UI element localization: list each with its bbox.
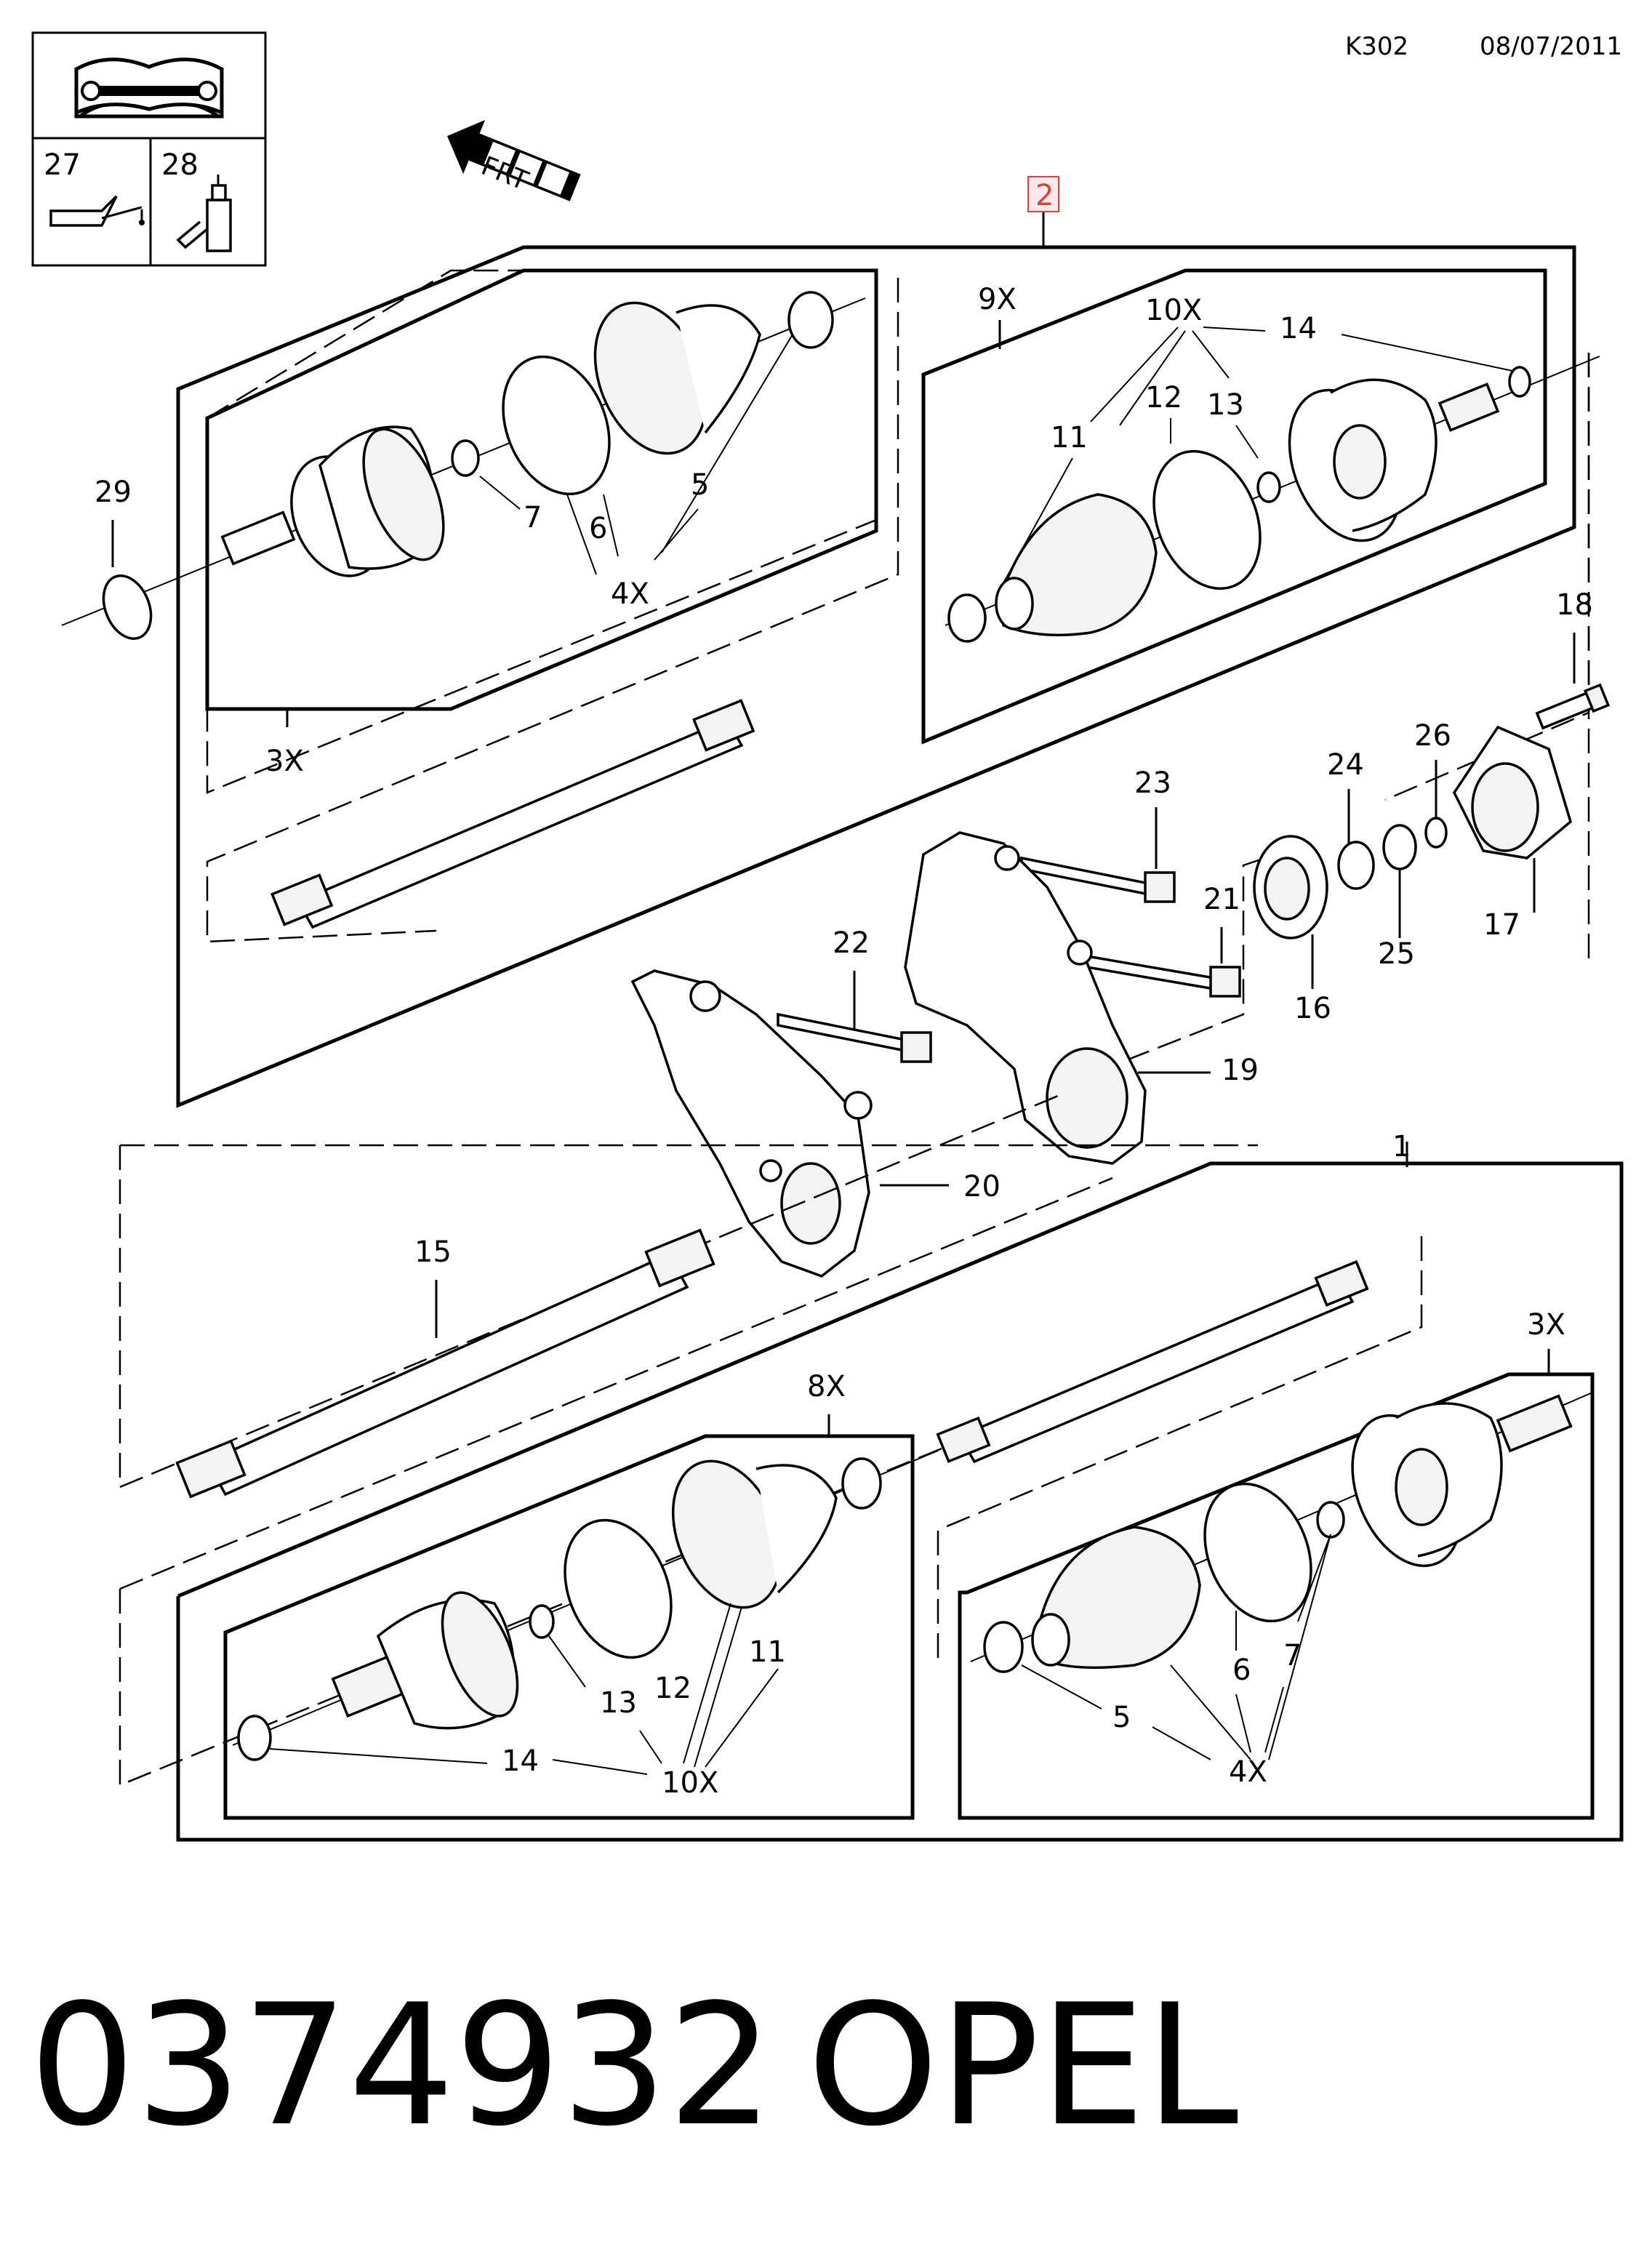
diagram-date: 08/07/2011 — [1480, 32, 1622, 61]
front-arrow-icon: FRT — [447, 119, 581, 201]
oil-can-icon — [49, 195, 145, 227]
callout-21: 21 — [1203, 883, 1240, 916]
bearing-housing-17 — [1452, 725, 1573, 859]
lower-outer-joint-box — [958, 1372, 1595, 1820]
callout-10x-top: 10X — [1145, 294, 1202, 327]
callout-15: 15 — [414, 1235, 452, 1269]
boot-clamp-6-top — [502, 355, 611, 496]
callout-16: 16 — [1294, 992, 1331, 1025]
boot-11-bottom — [671, 1459, 838, 1609]
callout-11-bottom: 11 — [749, 1635, 786, 1669]
bracket-19 — [904, 831, 1147, 1165]
repair-manual-icon — [74, 57, 224, 119]
legend-label-28: 28 — [161, 148, 199, 182]
ref-tag-box — [1027, 176, 1059, 212]
shaft-15 — [175, 1228, 715, 1499]
brand-name: OPEL — [807, 1969, 1238, 2163]
callout-20: 20 — [963, 1170, 1001, 1203]
callout-3x-top: 3X — [265, 745, 304, 778]
callout-19: 19 — [1222, 1054, 1259, 1087]
circlip-14-bottom — [237, 1715, 272, 1761]
boot-11-top — [995, 493, 1158, 637]
callout-7-bottom: 7 — [1283, 1639, 1302, 1672]
boot-clamp-6-bottom — [1203, 1482, 1312, 1623]
circlip-14-top — [1508, 366, 1531, 398]
callout-14-top: 14 — [1280, 312, 1317, 345]
lower-inner-joint-box — [223, 1434, 915, 1820]
circlip-26 — [1424, 817, 1448, 849]
grease-tube-icon — [176, 175, 232, 252]
callout-14-bottom: 14 — [502, 1744, 539, 1778]
callout-17: 17 — [1483, 908, 1520, 942]
boot-5-bottom — [1031, 1526, 1201, 1670]
small-clamp-5-bottom — [983, 1621, 1024, 1673]
bolt-18 — [1535, 683, 1611, 730]
diagram-code: K302 — [1345, 32, 1408, 61]
circlip-24 — [1337, 841, 1375, 890]
intermediate-shaft-bottom — [936, 1259, 1369, 1464]
ref-tag-2: 2 — [1035, 179, 1054, 212]
callout-11-top: 11 — [1051, 421, 1088, 454]
callout-26: 26 — [1414, 719, 1451, 753]
circlip-13-bottom — [529, 1604, 555, 1639]
boot-5-top — [593, 301, 761, 455]
callout-12-bottom: 12 — [654, 1672, 691, 1705]
callout-23: 23 — [1134, 766, 1171, 800]
part-number: 0374932 — [29, 1969, 774, 2163]
callout-3x-bottom: 3X — [1527, 1308, 1565, 1342]
callout-13-bottom: 13 — [600, 1686, 637, 1720]
callout-7-top: 7 — [524, 501, 542, 534]
callout-29: 29 — [95, 476, 132, 509]
small-clamp-5-top — [787, 291, 834, 349]
callout-8x: 8X — [807, 1370, 846, 1403]
callout-10x-bottom: 10X — [662, 1766, 718, 1800]
intermediate-shaft-top — [270, 699, 755, 929]
callout-6-bottom: 6 — [1232, 1654, 1251, 1687]
upper-outer-joint-box — [205, 268, 878, 711]
small-clamp-11-bottom — [841, 1457, 882, 1510]
bolt-22 — [777, 1012, 932, 1063]
callout-12-top: 12 — [1145, 381, 1182, 414]
legend-label-27: 27 — [44, 148, 81, 182]
callout-5-top: 5 — [691, 468, 709, 502]
callout-5-bottom: 5 — [1112, 1701, 1131, 1734]
callout-4x-top: 4X — [611, 577, 649, 611]
bolt-21 — [1086, 954, 1241, 998]
callout-4x-bottom: 4X — [1229, 1755, 1267, 1789]
upper-assembly-frame — [176, 245, 1576, 1108]
outer-cv-joint-bottom — [1351, 1394, 1573, 1568]
callout-18: 18 — [1556, 588, 1593, 622]
small-clamp-11-top — [947, 593, 987, 643]
lower-assembly-frame — [176, 1161, 1624, 1842]
circlip-7-bottom — [1316, 1501, 1345, 1539]
callout-6-top: 6 — [589, 512, 607, 545]
callout-24: 24 — [1327, 748, 1364, 782]
callout-22: 22 — [833, 926, 870, 960]
bearing-16 — [1253, 835, 1328, 939]
inner-cv-joint-bottom — [331, 1591, 519, 1730]
circlip-7-top — [451, 439, 480, 477]
callout-1: 1 — [1392, 1130, 1411, 1163]
circlip-13-top — [1256, 471, 1281, 503]
callout-25: 25 — [1378, 937, 1415, 971]
inner-cv-joint-top — [1288, 378, 1500, 542]
legend-box: 27 28 — [31, 31, 267, 267]
boot-clamp-12-bottom — [564, 1518, 673, 1659]
callout-13-top: 13 — [1207, 388, 1244, 422]
callout-9x: 9X — [978, 283, 1017, 316]
bracket-20 — [630, 969, 873, 1278]
circlip-29 — [102, 574, 153, 640]
ring-25 — [1382, 824, 1417, 870]
outer-cv-joint-top — [220, 425, 445, 577]
boot-clamp-12-top — [1152, 449, 1262, 590]
upper-inner-joint-box — [921, 268, 1547, 745]
